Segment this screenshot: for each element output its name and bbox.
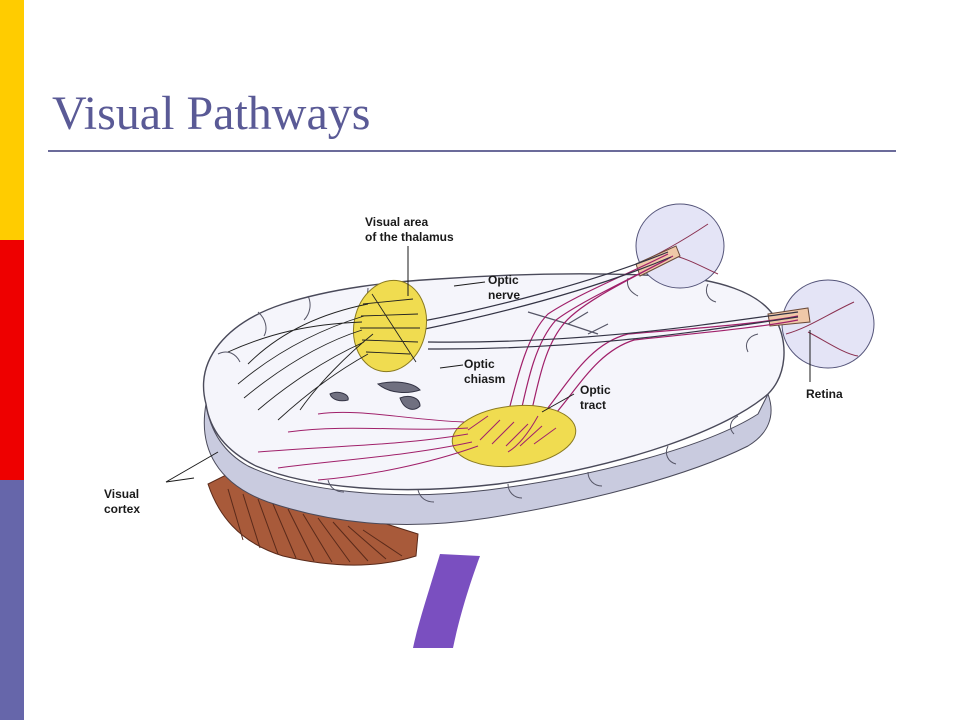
label-thalamus-line2: of the thalamus: [365, 230, 454, 244]
label-optic-tract-line2: tract: [580, 398, 606, 412]
visual-pathways-diagram: Visual area of the thalamus Optic nerve …: [68, 184, 892, 648]
brain-slab-shadow: [203, 392, 772, 526]
eye-upper: [635, 203, 725, 289]
eye-lower: [781, 279, 875, 369]
label-visual-cortex-line1: Visual: [104, 487, 139, 501]
optic-nerves: [417, 245, 811, 421]
label-optic-tract-line1: Optic: [580, 383, 611, 397]
brainstem: [413, 554, 480, 648]
label-retina: Retina: [806, 387, 843, 401]
optic-radiations: [227, 303, 539, 481]
leader-lines: [165, 246, 811, 483]
thalamus-lower: [451, 404, 577, 468]
slide-title: Visual Pathways: [52, 87, 371, 140]
title-underline: [48, 150, 896, 152]
label-visual-cortex-line2: cortex: [104, 502, 140, 516]
accent-bar-blue: [0, 480, 24, 720]
label-optic-nerve-line2: nerve: [488, 288, 520, 302]
label-optic-chiasm-line2: chiasm: [464, 372, 505, 386]
label-optic-chiasm-line1: Optic: [464, 357, 495, 371]
accent-bar-yellow: [0, 0, 24, 240]
label-thalamus-line1: Visual area: [365, 215, 428, 229]
accent-bar-red: [0, 240, 24, 480]
label-optic-nerve-line1: Optic: [488, 273, 519, 287]
